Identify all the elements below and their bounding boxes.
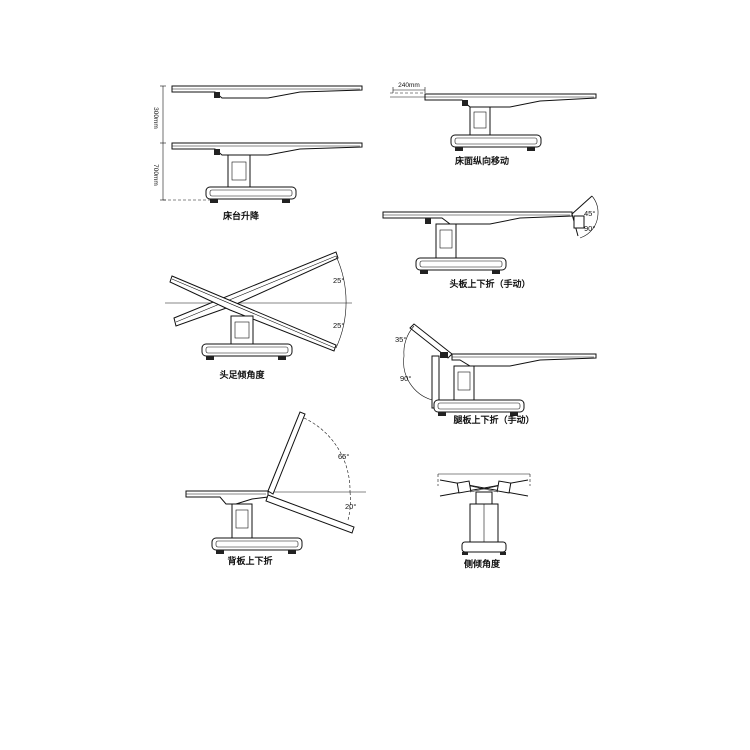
angle-25-down: 25° — [333, 321, 344, 330]
panel-legboard: 35° 90° 腿板上下折（手动） — [395, 323, 597, 426]
angle-35: 35° — [395, 335, 406, 344]
caption-headboard: 头板上下折（手动） — [449, 278, 530, 290]
angle-90: 90° — [584, 224, 595, 233]
dimension-700: 700mm — [152, 164, 159, 186]
dimension-240: 240mm — [398, 82, 420, 89]
angle-25-up: 25° — [333, 276, 344, 285]
caption-longitudinal: 床面纵向移动 — [455, 155, 509, 167]
caption-lateral-tilt: 侧倾角度 — [464, 558, 501, 570]
panel-lateral-tilt: 侧倾角度 — [437, 473, 531, 570]
panel-trendelenburg: 25° 25° 头足倾角度 — [165, 251, 352, 381]
angle-90-leg: 90° — [400, 374, 411, 383]
panel-longitudinal: 240mm 床面纵向移动 — [390, 82, 597, 167]
panel-lift: 300mm 700mm 床台升降 — [152, 85, 363, 222]
caption-lift: 床台升降 — [223, 210, 260, 222]
angle-20: 20° — [345, 502, 356, 511]
angle-65: 65° — [338, 452, 349, 461]
caption-legboard: 腿板上下折（手动） — [453, 414, 534, 426]
caption-trendelenburg: 头足倾角度 — [219, 369, 265, 381]
angle-45: 45° — [584, 209, 595, 218]
caption-backboard: 背板上下折 — [227, 555, 272, 567]
dimension-300: 300mm — [152, 107, 159, 129]
panel-headboard: 45° 90° 头板上下折（手动） — [382, 195, 599, 290]
panel-backboard: 65° 20° 背板上下折 — [185, 411, 366, 567]
